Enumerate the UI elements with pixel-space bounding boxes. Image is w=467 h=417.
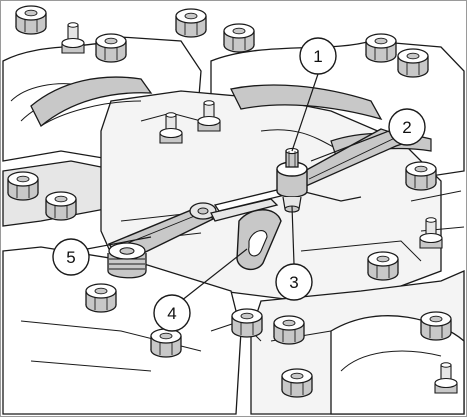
callout-5-label: 5: [66, 248, 75, 267]
callout-3: 3: [275, 263, 313, 301]
callout-5: 5: [52, 238, 90, 276]
callout-leader-lines: [86, 73, 390, 302]
callout-2: 2: [388, 108, 426, 146]
callout-1: 1: [299, 37, 337, 75]
rocker-lever-part-5: [107, 202, 217, 279]
callout-4-label: 4: [167, 304, 176, 323]
callout-1-label: 1: [313, 47, 322, 66]
slotted-bracket-part-4: [236, 209, 282, 270]
callout-3-label: 3: [289, 273, 298, 292]
adjusting-screw-part-1: [285, 147, 299, 168]
callout-2-label: 2: [402, 118, 411, 137]
rocker-arm-left: [30, 76, 153, 128]
callout-4: 4: [153, 294, 191, 332]
